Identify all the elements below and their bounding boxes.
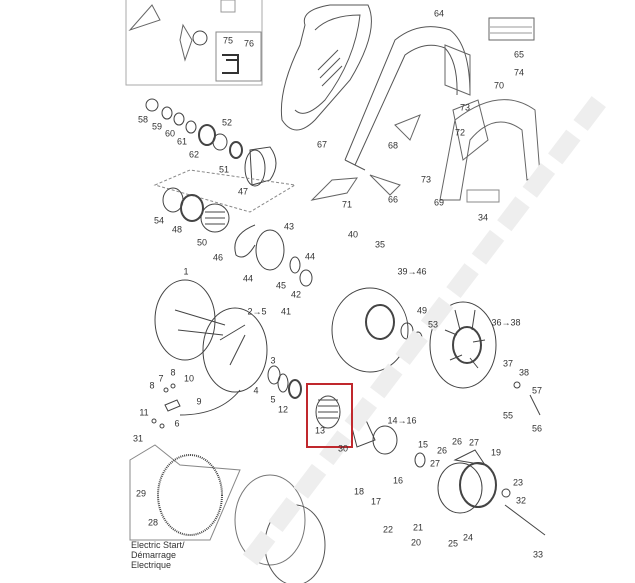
part-callout-38: 38 bbox=[518, 367, 530, 378]
part-callout-11: 11 bbox=[139, 407, 149, 418]
part-callout-59: 59 bbox=[151, 121, 163, 132]
part-callout-5: 5 bbox=[270, 394, 276, 405]
part-callout-44: 44 bbox=[242, 273, 254, 284]
part-callout-15: 15 bbox=[417, 439, 429, 450]
part-callout-58: 58 bbox=[137, 114, 149, 125]
part-callout-67: 67 bbox=[316, 139, 328, 150]
part-callout-55: 55 bbox=[502, 410, 514, 421]
note-line-3: Electrique bbox=[131, 560, 172, 570]
part-callout-16: 16 bbox=[392, 475, 404, 486]
note-line-2: Démarrage bbox=[131, 550, 177, 560]
part-callout-40: 40 bbox=[347, 229, 359, 240]
part-callout-34: 34 bbox=[477, 212, 489, 223]
part-callout-75: 75 bbox=[222, 35, 234, 46]
part-callout-7: 7 bbox=[158, 373, 164, 384]
part-callout-74: 74 bbox=[513, 67, 525, 78]
part-callout-62: 62 bbox=[188, 149, 200, 160]
part-callout-9: 9 bbox=[196, 396, 202, 407]
part-callout-70: 70 bbox=[493, 80, 505, 91]
part-callout-19: 19 bbox=[490, 447, 502, 458]
part-callout-56: 56 bbox=[531, 423, 543, 434]
part-callout-60: 60 bbox=[164, 128, 176, 139]
watermark bbox=[242, 94, 608, 566]
part-callout-57: 57 bbox=[531, 385, 543, 396]
part-callout-76: 76 bbox=[243, 38, 255, 49]
part-callout-68: 68 bbox=[387, 140, 399, 151]
part-callout-36-38: 36→38 bbox=[491, 317, 521, 328]
part-callout-4: 4 bbox=[253, 385, 259, 396]
part-callout-2-5: 2→5 bbox=[247, 306, 267, 317]
part-callout-54: 54 bbox=[153, 215, 165, 226]
part-callout-14-16: 14→16 bbox=[387, 415, 417, 426]
part-callout-46: 46 bbox=[212, 252, 224, 263]
part-callout-30: 30 bbox=[337, 443, 349, 454]
part-callout-27: 27 bbox=[468, 437, 480, 448]
part-callout-17: 17 bbox=[370, 496, 382, 507]
part-callout-45: 45 bbox=[275, 280, 287, 291]
part-callout-1: 1 bbox=[183, 266, 189, 277]
part-callout-26: 26 bbox=[451, 436, 463, 447]
part-callout-72: 72 bbox=[454, 127, 466, 138]
part-callout-20: 20 bbox=[410, 537, 422, 548]
part-callout-33: 33 bbox=[532, 549, 544, 560]
primary-parts bbox=[129, 98, 326, 583]
part-callout-50: 50 bbox=[196, 237, 208, 248]
part-callout-47: 47 bbox=[237, 186, 249, 197]
part-callout-61: 61 bbox=[176, 136, 188, 147]
part-callout-71: 71 bbox=[341, 199, 353, 210]
part-callout-21: 21 bbox=[412, 522, 424, 533]
part-callout-23: 23 bbox=[512, 477, 524, 488]
part-callout-73: 73 bbox=[459, 102, 471, 113]
part-callout-10: 10 bbox=[183, 373, 195, 384]
part-callout-22: 22 bbox=[382, 524, 394, 535]
part-callout-31: 31 bbox=[132, 433, 144, 444]
part-callout-27: 27 bbox=[429, 458, 441, 469]
part-callout-51: 51 bbox=[218, 164, 230, 175]
part-callout-35: 35 bbox=[374, 239, 386, 250]
part-callout-13: 13 bbox=[314, 425, 326, 436]
drive-belt bbox=[280, 4, 372, 131]
part-callout-48: 48 bbox=[171, 224, 183, 235]
part-callout-49: 49 bbox=[416, 305, 428, 316]
inset-box bbox=[125, 0, 263, 86]
electric-start-note: Electric Start/ Démarrage Electrique bbox=[131, 540, 185, 570]
part-callout-18: 18 bbox=[353, 486, 365, 497]
part-callout-6: 6 bbox=[174, 418, 180, 429]
part-callout-39-46: 39→46 bbox=[397, 266, 427, 277]
part-callout-32: 32 bbox=[515, 495, 527, 506]
part-callout-37: 37 bbox=[502, 358, 514, 369]
part-callout-12: 12 bbox=[277, 404, 289, 415]
part-callout-65: 65 bbox=[513, 49, 525, 60]
part-callout-64: 64 bbox=[433, 8, 445, 19]
highlight-box-part-13 bbox=[306, 383, 353, 448]
part-callout-43: 43 bbox=[283, 221, 295, 232]
part-callout-8: 8 bbox=[149, 380, 155, 391]
belt-guard bbox=[344, 26, 471, 171]
part-callout-28: 28 bbox=[147, 517, 159, 528]
note-line-1: Electric Start/ bbox=[131, 540, 185, 550]
part-callout-69: 69 bbox=[433, 197, 445, 208]
part-callout-66: 66 bbox=[387, 194, 399, 205]
part-callout-41: 41 bbox=[280, 306, 292, 317]
part-callout-25: 25 bbox=[447, 538, 459, 549]
part-callout-8: 8 bbox=[170, 367, 176, 378]
part-callout-73: 73 bbox=[420, 174, 432, 185]
part-callout-42: 42 bbox=[290, 289, 302, 300]
part-callout-29: 29 bbox=[135, 488, 147, 499]
part-callout-53: 53 bbox=[427, 319, 439, 330]
part-callout-44: 44 bbox=[304, 251, 316, 262]
part-callout-52: 52 bbox=[221, 117, 233, 128]
part-callout-26: 26 bbox=[436, 445, 448, 456]
part-callout-3: 3 bbox=[270, 355, 276, 366]
part-callout-24: 24 bbox=[462, 532, 474, 543]
